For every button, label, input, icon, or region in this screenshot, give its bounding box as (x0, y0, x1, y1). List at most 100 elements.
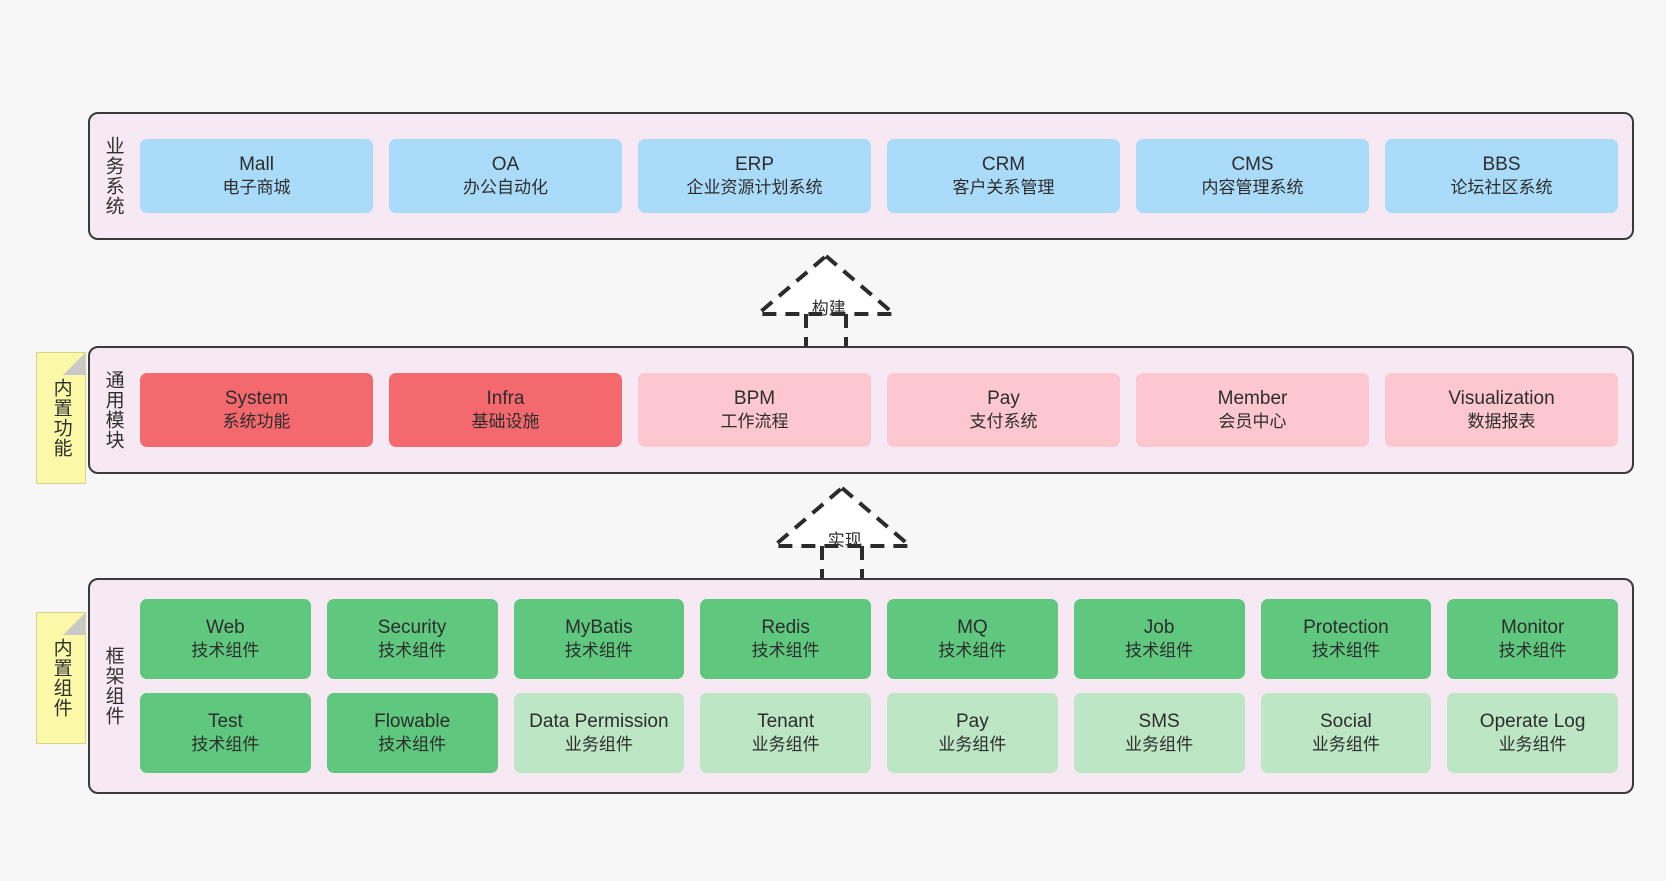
layer-business-body: Mall 电子商城 OA 办公自动化 ERP 企业资源计划系统 CRM 客户关系… (136, 114, 1632, 238)
card-protection-desc: 技术组件 (1311, 641, 1380, 661)
card-mq[interactable]: MQ 技术组件 (887, 599, 1058, 679)
card-job[interactable]: Job 技术组件 (1073, 599, 1245, 679)
connector-build: 构建 (726, 248, 926, 350)
card-redis[interactable]: Redis 技术组件 (700, 599, 871, 679)
card-web[interactable]: Web 技术组件 (140, 599, 311, 679)
card-infra-name: Infra (486, 387, 525, 409)
card-bpm-name: BPM (733, 387, 776, 409)
card-visualization-name: Visualization (1448, 387, 1555, 409)
card-visualization[interactable]: Visualization 数据报表 (1385, 373, 1618, 447)
layer-framework-body: Web 技术组件 Security 技术组件 MyBatis 技术组件 Redi… (136, 580, 1632, 792)
card-oa[interactable]: OA 办公自动化 (389, 139, 622, 213)
card-infra[interactable]: Infra 基础设施 (389, 373, 622, 447)
card-erp-desc: 企业资源计划系统 (686, 178, 823, 198)
framework-tech-row: Web 技术组件 Security 技术组件 MyBatis 技术组件 Redi… (140, 599, 1618, 679)
note-builtin-features: 内置功能 (36, 352, 86, 484)
card-member[interactable]: Member 会员中心 (1136, 373, 1369, 447)
card-data-permission[interactable]: Data Permission 业务组件 (513, 693, 685, 773)
card-security[interactable]: Security 技术组件 (326, 599, 498, 679)
card-bpm[interactable]: BPM 工作流程 (638, 373, 871, 447)
business-card-row: Mall 电子商城 OA 办公自动化 ERP 企业资源计划系统 CRM 客户关系… (140, 139, 1618, 213)
card-sms[interactable]: SMS 业务组件 (1073, 693, 1245, 773)
card-bbs[interactable]: BBS 论坛社区系统 (1385, 139, 1618, 213)
card-security-name: Security (377, 616, 447, 638)
layer-framework-components: 框架组件 Web 技术组件 Security 技术组件 MyBatis 技术组件… (88, 578, 1634, 794)
card-redis-desc: 技术组件 (751, 641, 820, 661)
card-job-name: Job (1143, 616, 1175, 638)
card-member-name: Member (1217, 387, 1288, 409)
common-card-row: System 系统功能 Infra 基础设施 BPM 工作流程 Pay 支付系统… (140, 373, 1618, 447)
card-operate-log-name: Operate Log (1479, 710, 1586, 732)
card-system[interactable]: System 系统功能 (140, 373, 373, 447)
card-pay-module-name: Pay (987, 387, 1020, 409)
build-stem (804, 314, 848, 350)
card-member-desc: 会员中心 (1218, 412, 1287, 432)
card-social[interactable]: Social 业务组件 (1260, 693, 1432, 773)
card-tenant[interactable]: Tenant 业务组件 (700, 693, 871, 773)
connector-implement-label: 实现 (827, 531, 862, 550)
card-monitor-desc: 技术组件 (1498, 641, 1567, 661)
card-pay-component-desc: 业务组件 (938, 735, 1007, 755)
card-mybatis-desc: 技术组件 (564, 641, 633, 661)
card-test[interactable]: Test 技术组件 (140, 693, 311, 773)
card-bbs-name: BBS (1482, 153, 1521, 175)
build-arrowhead (752, 253, 900, 316)
card-crm-name: CRM (981, 153, 1026, 175)
implement-arrowhead (768, 485, 916, 548)
card-erp-name: ERP (734, 153, 775, 175)
card-mall[interactable]: Mall 电子商城 (140, 139, 373, 213)
implement-stem (820, 546, 864, 582)
card-sms-desc: 业务组件 (1125, 735, 1194, 755)
layer-common-body: System 系统功能 Infra 基础设施 BPM 工作流程 Pay 支付系统… (136, 348, 1632, 472)
card-operate-log-desc: 业务组件 (1498, 735, 1567, 755)
card-flowable-desc: 技术组件 (378, 735, 447, 755)
card-test-desc: 技术组件 (191, 735, 260, 755)
layer-framework-caption: 框架组件 (102, 646, 124, 726)
card-mybatis[interactable]: MyBatis 技术组件 (513, 599, 685, 679)
card-cms-name: CMS (1231, 153, 1274, 175)
connector-build-label: 构建 (811, 299, 846, 318)
card-data-permission-desc: 业务组件 (564, 735, 633, 755)
card-bbs-desc: 论坛社区系统 (1450, 178, 1553, 198)
card-system-name: System (224, 387, 289, 409)
card-cms-desc: 内容管理系统 (1201, 178, 1304, 198)
card-mq-name: MQ (957, 616, 988, 638)
card-erp[interactable]: ERP 企业资源计划系统 (638, 139, 871, 213)
layer-common-caption: 通用模块 (102, 370, 124, 450)
note-builtin-components: 内置组件 (36, 612, 86, 744)
layer-business-caption: 业务系统 (102, 136, 124, 216)
framework-business-row: Test 技术组件 Flowable 技术组件 Data Permission … (140, 693, 1618, 773)
layer-common-modules: 通用模块 System 系统功能 Infra 基础设施 BPM 工作流程 Pay… (88, 346, 1634, 474)
card-protection[interactable]: Protection 技术组件 (1260, 599, 1432, 679)
card-pay-component[interactable]: Pay 业务组件 (887, 693, 1058, 773)
card-redis-name: Redis (761, 616, 810, 638)
card-cms[interactable]: CMS 内容管理系统 (1136, 139, 1369, 213)
card-web-name: Web (206, 616, 245, 638)
card-security-desc: 技术组件 (378, 641, 447, 661)
card-tenant-name: Tenant (757, 710, 815, 732)
card-infra-desc: 基础设施 (471, 412, 540, 432)
card-visualization-desc: 数据报表 (1467, 412, 1536, 432)
card-operate-log[interactable]: Operate Log 业务组件 (1447, 693, 1618, 773)
card-flowable[interactable]: Flowable 技术组件 (326, 693, 498, 773)
card-pay-component-name: Pay (956, 710, 989, 732)
card-web-desc: 技术组件 (191, 641, 260, 661)
card-protection-name: Protection (1303, 616, 1389, 638)
card-mall-name: Mall (239, 153, 274, 175)
card-job-desc: 技术组件 (1125, 641, 1194, 661)
card-tenant-desc: 业务组件 (751, 735, 820, 755)
card-social-desc: 业务组件 (1311, 735, 1380, 755)
card-monitor[interactable]: Monitor 技术组件 (1447, 599, 1618, 679)
card-crm-desc: 客户关系管理 (952, 178, 1055, 198)
card-oa-name: OA (491, 153, 520, 175)
card-pay-module-desc: 支付系统 (969, 412, 1038, 432)
card-mybatis-name: MyBatis (565, 616, 633, 638)
connector-implement: 实现 (742, 480, 942, 582)
card-mall-desc: 电子商城 (222, 178, 291, 198)
card-bpm-desc: 工作流程 (720, 412, 789, 432)
card-sms-name: SMS (1138, 710, 1180, 732)
card-monitor-name: Monitor (1500, 616, 1565, 638)
card-pay-module[interactable]: Pay 支付系统 (887, 373, 1120, 447)
card-crm[interactable]: CRM 客户关系管理 (887, 139, 1120, 213)
